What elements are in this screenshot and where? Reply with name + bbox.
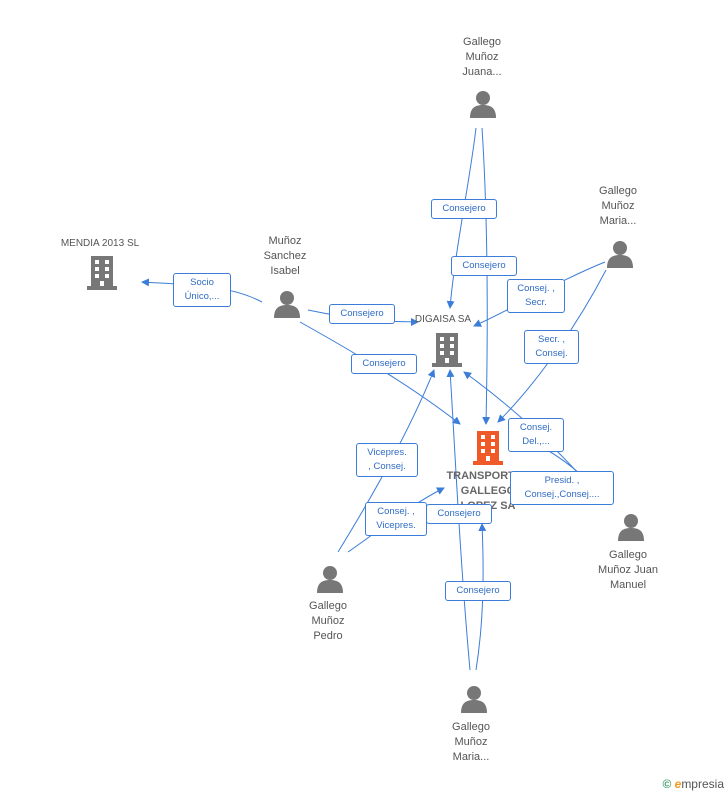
edge-label-isabel-digaisa[interactable]: Consejero xyxy=(329,304,395,324)
person-icon-juan-manuel xyxy=(618,514,644,541)
edge-label-jm-digaisa[interactable]: Consej. Del.,... xyxy=(508,418,564,452)
node-label-isabel[interactable]: Muñoz Sanchez Isabel xyxy=(263,235,307,277)
person-icon-juana xyxy=(470,91,496,118)
edge-label-isabel-transportes[interactable]: Consejero xyxy=(351,354,417,374)
person-icon-maria-tr xyxy=(607,241,633,268)
person-icon-maria-bottom xyxy=(461,686,487,713)
building-icon-transportes xyxy=(473,431,503,465)
edge-label-isabel-mendia[interactable]: Socio Único,... xyxy=(173,273,231,307)
node-label-digaisa[interactable]: DIGAISA SA xyxy=(414,314,472,325)
empresia-watermark[interactable]: © empresia xyxy=(662,777,724,791)
edge-juana-transportes xyxy=(481,127,491,425)
edge-label-pedro-transportes[interactable]: Consej. , Vicepres. xyxy=(365,502,427,536)
edge-label-mb-transportes[interactable]: Consejero xyxy=(445,581,511,601)
person-icon-isabel xyxy=(274,291,300,318)
node-label-juan-manuel[interactable]: Gallego Muñoz Juan Manuel xyxy=(598,549,658,591)
copyright-symbol: © xyxy=(662,777,672,791)
node-label-maria-bottom[interactable]: Gallego Muñoz Maria... xyxy=(452,721,490,763)
edge-label-mariatr-digaisa[interactable]: Consej. , Secr. xyxy=(507,279,565,313)
edge-label-pedro-digaisa[interactable]: Vicepres. , Consej. xyxy=(356,443,418,477)
brand-logo-text: mpresia xyxy=(681,777,724,791)
edge-label-mb-digaisa[interactable]: Consejero xyxy=(426,504,492,524)
node-label-juana[interactable]: Gallego Muñoz Juana... xyxy=(462,36,502,78)
person-icon-pedro xyxy=(317,566,343,593)
brand-logo-e: e xyxy=(674,777,682,791)
node-label-maria-tr[interactable]: Gallego Muñoz Maria... xyxy=(599,185,637,227)
edge-label-mariatr-transportes[interactable]: Secr. , Consej. xyxy=(524,330,579,364)
edge-label-jm-transportes[interactable]: Presid. , Consej.,Consej.... xyxy=(510,471,614,505)
building-icon-mendia xyxy=(87,256,117,290)
building-icon-digaisa xyxy=(432,333,462,367)
edge-label-juana-transportes[interactable]: Consejero xyxy=(451,256,517,276)
node-label-pedro[interactable]: Gallego Muñoz Pedro xyxy=(309,600,347,642)
node-label-mendia[interactable]: MENDIA 2013 SL xyxy=(60,238,140,249)
edge-label-juana-digaisa[interactable]: Consejero xyxy=(431,199,497,219)
